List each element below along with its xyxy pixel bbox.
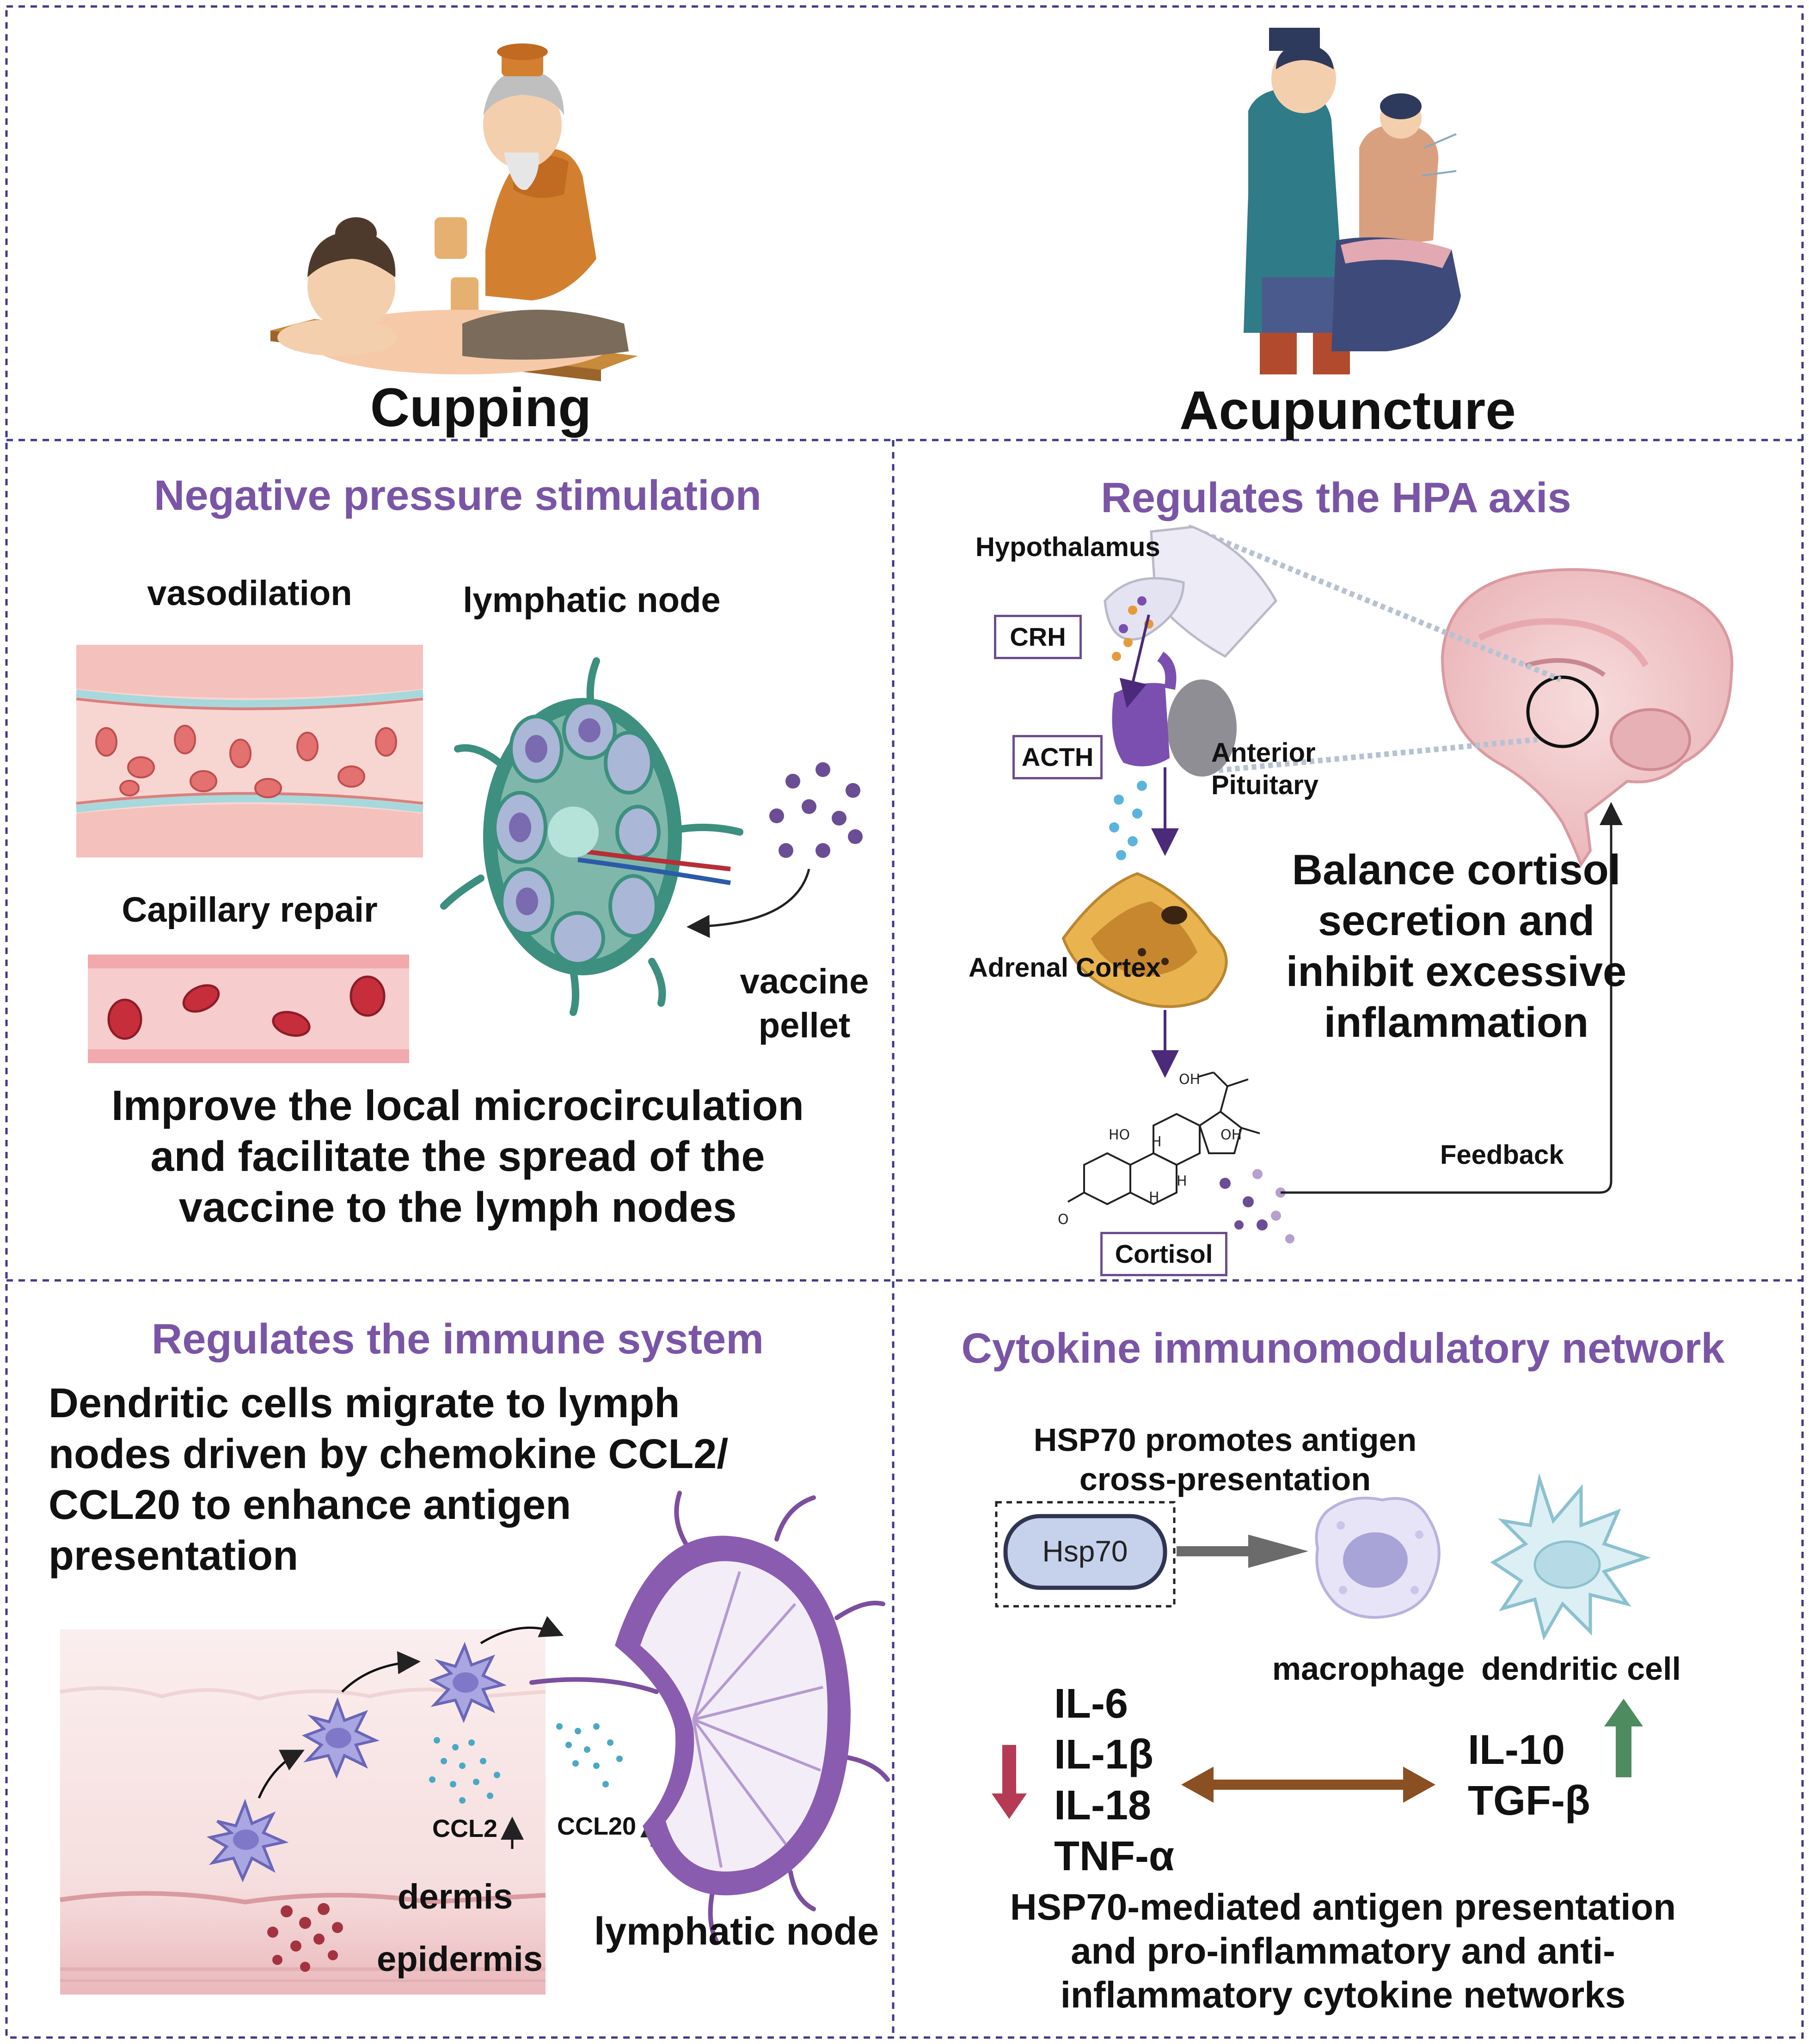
- migration-arrows: [258, 1616, 564, 1799]
- lymph-node-illustration: [440, 657, 743, 1016]
- hsp70-title-line-1: HSP70 promotes antigen: [1033, 1422, 1417, 1458]
- molecule-oh-1: OH: [1179, 1071, 1200, 1088]
- hsp70-arrow: [1177, 1535, 1308, 1568]
- cytokine-il1b: IL-1β: [1054, 1732, 1153, 1778]
- up-arrow-head: [1604, 1699, 1643, 1726]
- p3-summary-line-3: CCL20 to enhance antigen: [49, 1482, 571, 1528]
- feedback-label: Feedback: [1440, 1140, 1564, 1170]
- adrenal-cortex-label: Adrenal Cortex: [969, 953, 1161, 983]
- dermis-label: dermis: [398, 1877, 513, 1916]
- vasodilation-vessel: [76, 645, 423, 857]
- cytokine-arrows: [992, 1699, 1643, 1819]
- p4-heading: Cytokine immunomodulatory network: [961, 1325, 1725, 1372]
- hsp70-box: [995, 1501, 1176, 1608]
- p1-heading: Negative pressure stimulation: [154, 472, 761, 519]
- double-arrow-shaft: [1211, 1780, 1405, 1790]
- cortisol-label: Cortisol: [1100, 1232, 1227, 1276]
- p4-summary-line-1: HSP70-mediated antigen presentation: [1010, 1886, 1676, 1928]
- cortisol-molecule: [1067, 1071, 1260, 1206]
- up-arrow-shaft: [1616, 1724, 1631, 1777]
- dendritic-cells-migrating: [206, 1641, 507, 1883]
- molecule-oh-2: OH: [1220, 1127, 1242, 1143]
- down-arrow-head: [992, 1793, 1027, 1819]
- capillary-repair-label: Capillary repair: [122, 890, 378, 930]
- molecule-h-1: H: [1151, 1134, 1162, 1150]
- anterior-label: Anterior: [1211, 738, 1316, 768]
- p2-summary-line-1: Balance cortisol: [1292, 846, 1621, 893]
- down-arrow-shaft: [1002, 1745, 1016, 1796]
- vasodilation-label: vasodilation: [147, 574, 352, 613]
- cupping-title: Cupping: [370, 377, 591, 438]
- p3-summary-line-4: presentation: [49, 1533, 299, 1579]
- double-arrow-right-head: [1403, 1767, 1435, 1803]
- lymphatic-node-label-p3: lymphatic node: [594, 1909, 879, 1953]
- chemokine-dots: [429, 1723, 623, 1804]
- cytokine-il10: IL-10: [1468, 1727, 1565, 1773]
- cortisol-dots: [1220, 1169, 1294, 1243]
- p3-summary-line-1: Dendritic cells migrate to lymph: [49, 1380, 680, 1426]
- cortisol-molecule-labels: OH OH HO O H H H: [1058, 1071, 1242, 1228]
- acth-label: ACTH: [1012, 735, 1103, 779]
- feedback-arrow: [1281, 802, 1623, 1194]
- lymph-node-immune: [529, 1491, 890, 1944]
- brain-illustration: [1441, 568, 1734, 868]
- vaccine-label: vaccine: [740, 962, 869, 1001]
- cupping-illustration: [270, 43, 638, 381]
- p4-summary-line-3: inflammatory cytokine networks: [1060, 1974, 1626, 2015]
- p2-heading: Regulates the HPA axis: [1101, 474, 1571, 521]
- ccl20-label: CCL20: [557, 1812, 637, 1840]
- p3-heading: Regulates the immune system: [151, 1316, 764, 1363]
- acupuncture-title: Acupuncture: [1179, 380, 1516, 441]
- hsp70-title-line-2: cross-presentation: [1079, 1461, 1371, 1497]
- cytokine-tgfb: TGF-β: [1468, 1778, 1590, 1824]
- vaccine-pellets: [769, 762, 863, 858]
- dendritic-cell-illustration: [1490, 1473, 1651, 1641]
- cytokine-il6: IL-6: [1054, 1681, 1128, 1727]
- p2-summary-line-3: inhibit excessive: [1286, 948, 1627, 995]
- hpa-arrows: [1119, 614, 1179, 1078]
- vaccine-arrow: [687, 869, 810, 938]
- dendritic-cell-label: dendritic cell: [1481, 1651, 1681, 1687]
- cytokine-il18: IL-18: [1054, 1782, 1152, 1829]
- hypothalamus-label: Hypothalamus: [975, 532, 1160, 562]
- macrophage-label: macrophage: [1272, 1651, 1465, 1687]
- hormone-dots: [1109, 596, 1153, 860]
- zoom-lines: [1187, 524, 1562, 775]
- epidermis-dots: [267, 1903, 343, 1972]
- panel-borders: [5, 5, 1804, 2039]
- epidermis-label: epidermis: [377, 1940, 543, 1979]
- hypothalamus-highlight: [1526, 675, 1599, 748]
- cytokine-tnfa: TNF-α: [1054, 1833, 1175, 1879]
- p2-summary-line-4: inflammation: [1324, 999, 1589, 1046]
- p1-summary-line-3: vaccine to the lymph nodes: [178, 1184, 737, 1231]
- ccl2-label: CCL2: [432, 1815, 498, 1842]
- molecule-o: O: [1058, 1212, 1069, 1228]
- molecule-h-2: H: [1149, 1189, 1159, 1206]
- pellet-label: pellet: [758, 1006, 851, 1045]
- adrenal-cortex-illustration: [1061, 872, 1228, 1008]
- p1-summary-line-1: Improve the local microcirculation: [111, 1082, 804, 1129]
- hsp70-label: Hsp70: [1042, 1535, 1128, 1568]
- double-arrow-left-head: [1181, 1767, 1214, 1803]
- acupuncture-illustration: [1244, 28, 1461, 374]
- p1-summary-line-2: and facilitate the spread of the: [150, 1133, 765, 1180]
- pituitary-label: Pituitary: [1211, 770, 1319, 800]
- p4-summary-line-2: and pro-inflammatory and anti-: [1071, 1930, 1615, 1971]
- p3-summary-line-2: nodes driven by chemokine CCL2/: [49, 1431, 729, 1477]
- capillary-repair-vessel: [88, 955, 409, 1063]
- p2-summary-line-2: secretion and: [1318, 897, 1595, 944]
- molecule-ho: HO: [1109, 1127, 1130, 1143]
- molecule-h-3: H: [1177, 1173, 1187, 1189]
- macrophage-illustration: [1315, 1496, 1441, 1619]
- lymphatic-node-label-p1: lymphatic node: [463, 581, 721, 620]
- crh-label: CRH: [994, 615, 1082, 659]
